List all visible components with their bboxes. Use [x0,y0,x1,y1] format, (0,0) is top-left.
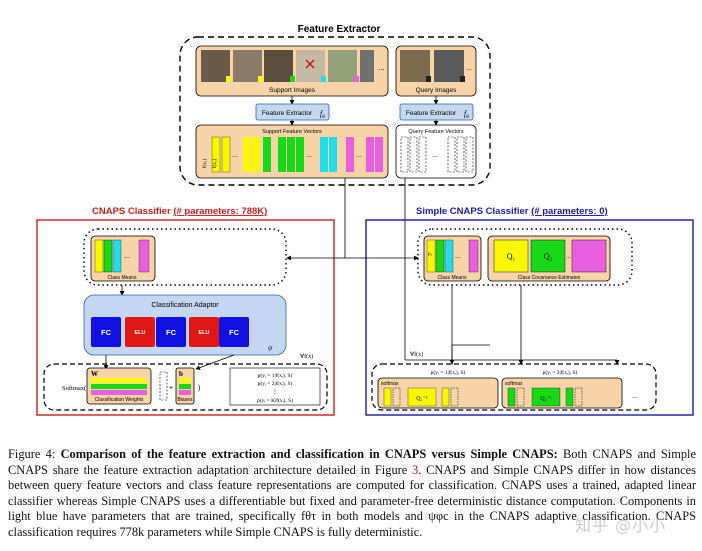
forall-cnaps: ∀f(x) [300,353,313,360]
caption-figure-ref[interactable]: 3 [412,462,419,477]
forall-simple: ∀f(x) [410,351,423,358]
feature-extractor-frame [179,36,491,186]
classification-adaptor-title: Classification Adaptor [151,302,219,309]
cnaps-classifier-frame [36,219,335,416]
query-feature-bars [400,136,474,173]
fc-layer-3: FC [229,328,240,337]
fc-layer-1: FC [101,328,112,337]
caption-bold: Comparison of the feature extraction and… [60,447,558,461]
q1-label: Q₁ [507,252,516,261]
simple-class-means-label: Class Means [438,275,467,281]
feature-extractor-title: Feature Extractor [298,24,381,35]
simple-p1: p(yᵢ = 1|f(xᵢ), S) [431,369,466,376]
plus-sign: + [169,385,173,392]
query-images-ellipsis: ... [466,65,472,72]
simple-classifier-title: Simple CNAPS Classifier (# parameters: 0… [416,206,608,217]
q2-label: Q₂ [544,252,553,261]
q2-inv: Q₂⁻¹ [540,396,552,402]
watermark: 知乎 @小小 [575,516,667,535]
support-vectors-ellipsis-1: ... [232,152,238,159]
cnaps-class-means-label: Class Means [108,275,137,281]
fx2-label: f(x₂) [213,158,218,168]
cnaps-class-means-ellipsis: ... [124,253,130,260]
support-feature-bars [211,136,383,173]
support-images-ellipsis: ... [378,63,385,72]
theta-symbol-query: fθ [464,109,469,120]
caption-part2: . CNAPS and Simple CNAPS differ in how d… [8,462,696,539]
support-vectors-label: Support Feature Vectors [262,129,322,135]
support-image-thumbnails [201,50,374,82]
query-vector-dashed [159,371,168,401]
psi-label: ψ [268,344,273,352]
support-images-label: Support Images [269,87,316,94]
support-feature-extractor-label: Feature Extractor [262,110,313,117]
fc-layer-2: FC [166,328,177,337]
simple-softmax-frame [371,363,657,411]
biases-label: Biases [177,397,193,403]
softmax-1-label: softmax [381,381,399,387]
simple-classifier-frame [365,219,694,416]
softmax-2-label: softmax [505,381,523,387]
simple-p2: p(yᵢ = 2|f(xᵢ), S) [543,369,578,376]
cnaps-vdots: ⋮ [272,389,278,395]
biases-b: b [179,370,183,378]
query-images-label: Query Images [416,87,458,94]
support-feature-extractor-box [255,103,330,121]
class-covariance-label: Class Covariance Estimates [518,275,581,281]
query-feature-extractor-label: Feature Extractor [406,110,457,117]
cnaps-output-box [229,367,321,406]
support-vectors-ellipsis-2: ... [306,152,312,159]
query-feature-extractor-box [399,103,474,121]
architecture-diagram: Feature Extractor ... Support Images ...… [36,24,694,416]
elu-layer-2: ELU [199,330,210,336]
cnaps-class-means-frame [83,228,287,286]
query-vectors-ellipsis: ... [432,152,438,159]
adaptor-layers [91,317,249,347]
simple-class-means-ellipsis: ... [455,253,461,260]
cnaps-pk: p(yᵢ = K|f(xᵢ), S) [257,397,293,404]
query-vectors-label: Query Feature Vectors [408,129,464,135]
figure-caption: Figure 4: Comparison of the feature extr… [8,447,696,541]
theta-symbol: fθ [320,109,325,120]
cnaps-classifier-title: CNAPS Classifier (# parameters: 788K) [92,206,267,217]
query-feature-vectors-box [395,124,477,179]
simple-softmax-ellipsis: ... [632,393,638,400]
q1-inv: Q₁⁻¹ [416,396,428,402]
fx1-label: f(x₁) [203,158,208,168]
covariance-ellipsis: ... [566,254,571,260]
cnaps-softmax-frame [43,363,328,411]
weights-label: Classification Weights [95,397,144,403]
close-paren: ) [198,385,200,392]
caption-part1: Both CNAPS and Simple CNAPS share the fe… [8,447,696,477]
cnaps-p1: p(yᵢ = 1|f(xᵢ), S) [258,372,293,379]
simple-mu1: μ₁ [428,252,433,257]
cnaps-p2: p(yᵢ = 2|f(xᵢ), S) [258,380,293,387]
softmax-label: Softmax( [62,385,86,392]
elu-layer-1: ELU [135,330,146,336]
weights-w: W [91,370,98,378]
simple-estimates-frame [417,228,633,286]
caption-label: Figure 4: [8,447,56,461]
support-vectors-ellipsis-3: ... [356,152,362,159]
